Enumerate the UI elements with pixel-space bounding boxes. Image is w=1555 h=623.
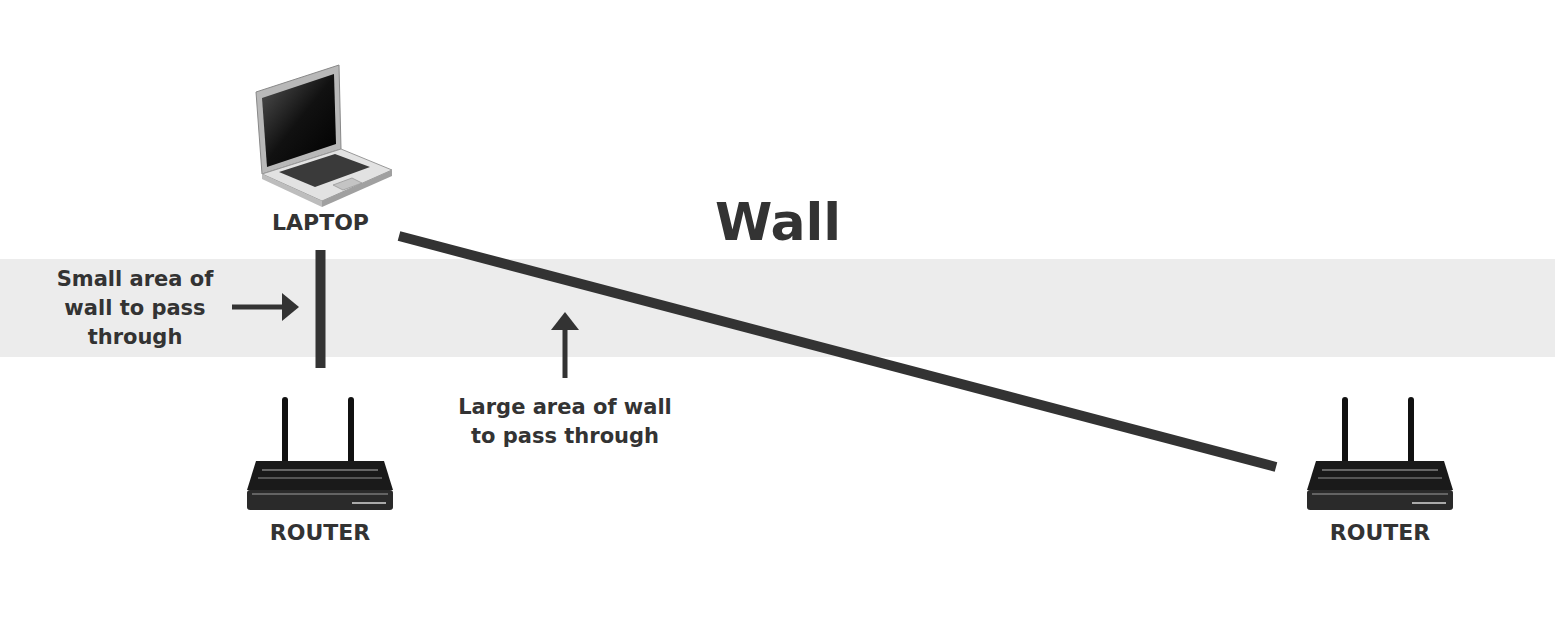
signal-line [320,250,321,368]
wall-band [0,259,1555,357]
node-label: ROUTER [239,518,401,548]
callout-note: Large area of wall to pass through [455,393,675,451]
router-node: ROUTER [1276,368,1484,553]
laptop-node: LAPTOP [242,60,399,250]
node-label: LAPTOP [242,208,399,238]
router-icon [247,400,393,510]
pointer-arrow [551,312,579,378]
signal-line [399,236,1276,467]
router-icon [1307,400,1453,510]
router-node: ROUTER [239,368,401,553]
laptop-icon [256,65,392,207]
callout-note: Small area of wall to pass through [35,265,235,352]
node-label: ROUTER [1276,518,1484,548]
wall-title: Wall [678,190,878,254]
pointer-arrow [232,293,299,321]
